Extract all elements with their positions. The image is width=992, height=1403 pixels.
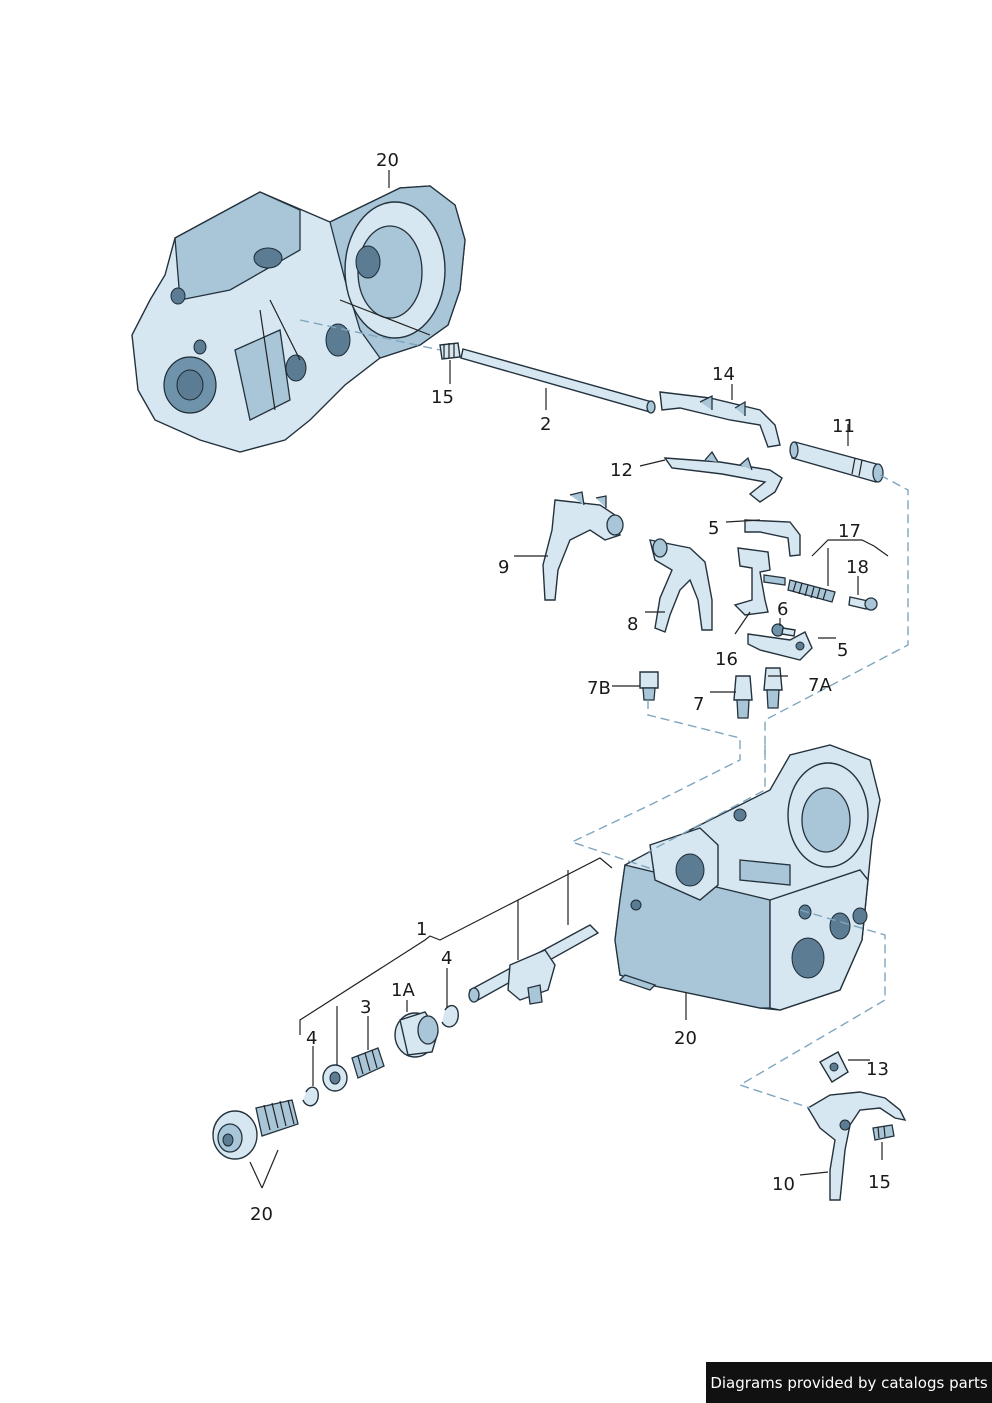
callout-17: 17 [838, 521, 861, 542]
part-2-shift-rod [460, 348, 656, 414]
part-5-bottom-bracket [747, 631, 813, 661]
part-13-plate [819, 1051, 849, 1083]
callout-labels: 20 15 2 14 11 12 5 17 18 9 6 8 16 5 7B 7… [250, 150, 891, 1225]
callout-11: 11 [832, 416, 855, 437]
callout-1: 1 [416, 919, 427, 940]
part-12-bracket [663, 450, 783, 503]
part-1a-sleeve [394, 1011, 439, 1058]
callout-5-top: 5 [708, 518, 719, 539]
catalog-credit-banner: Diagrams provided by catalogs parts [706, 1362, 992, 1403]
part-1-selector-shaft [468, 924, 600, 1005]
callout-4-right: 4 [441, 948, 452, 969]
part-8-fork [649, 538, 713, 633]
callout-20-bottom: 20 [250, 1204, 273, 1225]
catalog-credit-text: Diagrams provided by catalogs parts [710, 1373, 988, 1392]
callout-7b: 7B [587, 678, 611, 699]
part-15-top-spring [439, 342, 461, 360]
leader-lines [249, 170, 889, 1189]
callout-10: 10 [772, 1174, 795, 1195]
part-10-fork [807, 1091, 907, 1201]
part-4-circlip-right [441, 1004, 459, 1028]
part-20-bearing [212, 1110, 258, 1160]
callout-13: 13 [866, 1059, 889, 1080]
housing-lower [614, 744, 881, 1011]
callout-5-bottom: 5 [837, 640, 848, 661]
part-3-spring [351, 1047, 385, 1079]
callout-8: 8 [627, 614, 638, 635]
part-4-circlip-left [302, 1086, 319, 1107]
callout-20-top: 20 [376, 150, 399, 171]
callout-3: 3 [360, 997, 371, 1018]
callout-9: 9 [498, 557, 509, 578]
part-7b-plug [639, 671, 659, 701]
callout-16: 16 [715, 649, 738, 670]
part-7-switch [733, 675, 753, 719]
assembly-guides [299, 319, 909, 1109]
callout-2: 2 [540, 414, 551, 435]
part-7a-switch [763, 667, 783, 709]
callout-7a: 7A [808, 675, 832, 696]
callout-1a: 1A [391, 980, 415, 1001]
part-20-bearing-spring [255, 1099, 299, 1137]
callout-6: 6 [777, 599, 788, 620]
part-17-spring [787, 579, 836, 603]
callout-15-bottom: 15 [868, 1172, 891, 1193]
housing-top [131, 185, 466, 453]
part-18-bolt [848, 596, 878, 611]
callout-14: 14 [712, 364, 735, 385]
part-15-bottom-spring [872, 1124, 895, 1141]
part-14-bracket [659, 391, 781, 448]
part-5-top-bracket [744, 519, 801, 557]
callout-20-mid: 20 [674, 1028, 697, 1049]
callout-15-top: 15 [431, 387, 454, 408]
part-9-fork [542, 491, 624, 601]
callout-12: 12 [610, 460, 633, 481]
callout-18: 18 [846, 557, 869, 578]
part-16-linkage [733, 547, 786, 616]
callout-7: 7 [693, 694, 704, 715]
part-11-pin [789, 441, 884, 483]
part-washer [322, 1064, 348, 1092]
part-6-bolt [771, 623, 796, 637]
callout-4-left: 4 [306, 1028, 317, 1049]
